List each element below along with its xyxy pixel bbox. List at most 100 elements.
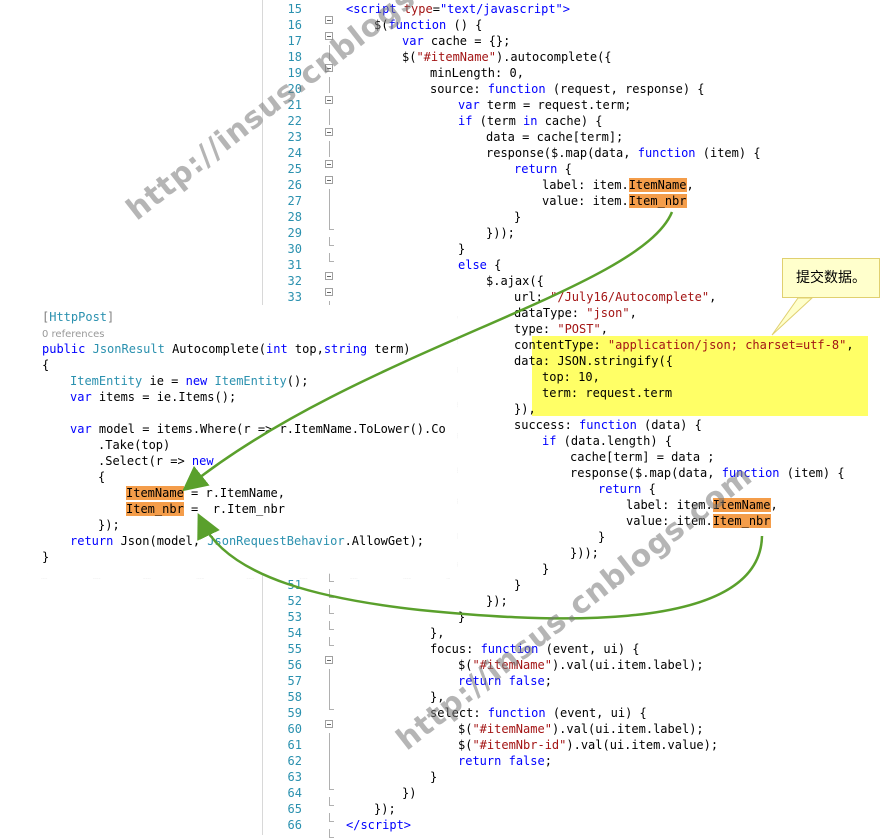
- code-line[interactable]: 27 value: item.Item_nbr: [270, 193, 687, 221]
- popup-code-line: });: [98, 518, 120, 532]
- popup-code-line: return Json(model, JsonRequestBehavior.A…: [70, 534, 425, 548]
- code-text: $("#itemNbr-id").val(ui.item.value);: [458, 738, 719, 752]
- code-text: $(function () {: [374, 18, 483, 32]
- code-text: }): [402, 786, 417, 800]
- code-line[interactable]: 15<script type="text/javascript">: [270, 1, 571, 24]
- code-text: $("#itemName").val(ui.item.label);: [458, 658, 704, 672]
- code-line[interactable]: 29}));: [270, 225, 515, 246]
- code-text: $("#itemName").val(ui.item.label);: [458, 722, 704, 736]
- line-number: 31: [287, 258, 302, 272]
- arrow-bottom: [197, 512, 764, 620]
- code-line[interactable]: 17 var cache = {};: [270, 33, 511, 61]
- code-text: if (data.length) {: [542, 434, 673, 448]
- code-text: if (term in cache) {: [458, 114, 603, 128]
- line-number: 24: [287, 146, 302, 160]
- code-text: response($.map(data, function (item) {: [486, 146, 761, 160]
- code-line[interactable]: 54},: [270, 625, 445, 646]
- line-number: 52: [287, 594, 302, 608]
- code-line[interactable]: 63}: [270, 769, 438, 790]
- line-number: 19: [287, 66, 302, 80]
- code-line[interactable]: 53}: [270, 609, 465, 630]
- code-line[interactable]: 31 else {: [270, 257, 502, 280]
- code-line[interactable]: 32$.ajax({: [270, 273, 544, 296]
- code-line[interactable]: 30}: [270, 241, 465, 262]
- code-line[interactable]: 44response($.map(data, function (item) {: [270, 465, 845, 488]
- code-text: minLength: 0,: [430, 66, 524, 80]
- popup-code-line: ItemEntity ie = new ItemEntity();: [70, 374, 309, 388]
- code-line[interactable]: 62 return false;: [270, 753, 552, 781]
- highlight-region: [532, 336, 868, 416]
- code-text: });: [486, 594, 508, 608]
- line-number: 27: [287, 194, 302, 208]
- code-text: label: item.ItemName,: [626, 498, 778, 512]
- line-number: 53: [287, 610, 302, 624]
- callout-pointer: [771, 297, 814, 336]
- code-text: return false;: [458, 754, 552, 768]
- code-line[interactable]: 66</script>: [270, 817, 412, 838]
- code-line[interactable]: 18$("#itemName").autocomplete({: [270, 49, 612, 72]
- line-number: 21: [287, 98, 302, 112]
- code-line[interactable]: 56$("#itemName").val(ui.item.label);: [270, 657, 704, 685]
- code-text: else {: [458, 258, 502, 272]
- popup-code-line: 0 references: [42, 329, 105, 340]
- code-text: data = cache[term];: [486, 130, 624, 144]
- code-text: },: [430, 690, 445, 704]
- code-line[interactable]: 34dataType: "json",: [270, 305, 637, 333]
- line-number: 62: [287, 754, 302, 768]
- code-text: <script type="text/javascript">: [346, 2, 571, 16]
- code-line[interactable]: 61$("#itemNbr-id").val(ui.item.value);: [270, 737, 719, 765]
- line-number: 65: [287, 802, 302, 816]
- code-text: });: [374, 802, 396, 816]
- code-text: }: [514, 578, 522, 592]
- line-number: 32: [287, 274, 302, 288]
- arrow-top: [182, 211, 674, 492]
- line-number: 30: [287, 242, 302, 256]
- code-line[interactable]: 16 $(function () {: [270, 17, 483, 40]
- code-line[interactable]: 65});: [270, 801, 396, 822]
- code-text: },: [430, 626, 445, 640]
- code-text: }: [514, 210, 522, 224]
- popup-code-line: Item_nbr = r.Item_nbr: [126, 502, 285, 516]
- code-text: type: "POST",: [514, 322, 608, 336]
- line-number: 16: [287, 18, 302, 32]
- code-text: var cache = {};: [402, 34, 511, 48]
- line-number: 29: [287, 226, 302, 240]
- code-text: </script>: [346, 818, 412, 832]
- code-line[interactable]: 19 minLength: 0,: [270, 65, 524, 93]
- line-number: 28: [287, 210, 302, 224]
- code-text: value: item.Item_nbr: [626, 514, 771, 528]
- code-text: }));: [486, 226, 515, 240]
- code-text: return {: [514, 162, 572, 176]
- line-number: 17: [287, 34, 302, 48]
- popup-code-line: .Take(top): [98, 438, 171, 452]
- code-text: dataType: "json",: [514, 306, 637, 320]
- line-number: 54: [287, 626, 302, 640]
- code-line[interactable]: 64}): [270, 785, 417, 806]
- code-line[interactable]: 60 $("#itemName").val(ui.item.label);: [270, 721, 704, 749]
- line-number: 60: [287, 722, 302, 736]
- code-text: url: "/July16/Autocomplete",: [514, 290, 717, 304]
- code-text: $("#itemName").autocomplete({: [402, 50, 612, 64]
- code-line[interactable]: 58},: [270, 689, 445, 710]
- code-line[interactable]: 47value: item.Item_nbr: [270, 513, 771, 541]
- line-number: 63: [287, 770, 302, 784]
- code-text: }: [430, 770, 438, 784]
- code-line[interactable]: 52});: [270, 593, 508, 614]
- code-text: value: item.Item_nbr: [542, 194, 687, 208]
- line-number: 64: [287, 786, 302, 800]
- code-text: label: item.ItemName,: [542, 178, 694, 192]
- code-text: return false;: [458, 674, 552, 688]
- code-line[interactable]: 24 response($.map(data, function (item) {: [270, 145, 761, 168]
- code-line[interactable]: 28}: [270, 209, 522, 230]
